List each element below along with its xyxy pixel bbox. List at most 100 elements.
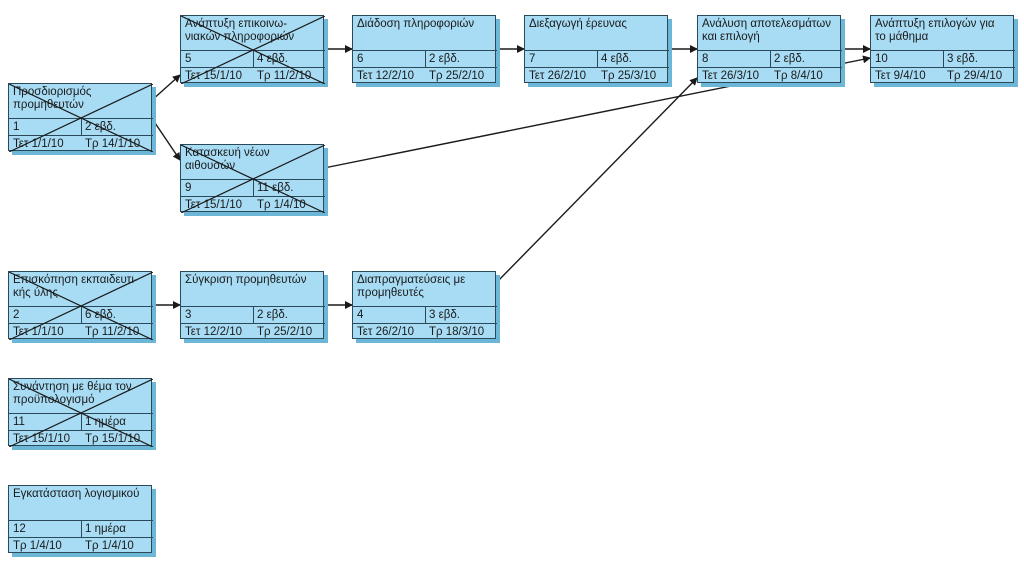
task-start-date: Τετ 1/1/10: [13, 138, 64, 150]
cross-line-b: [181, 145, 325, 213]
cell-divider: [425, 51, 426, 67]
task-dates-row: Τετ 26/2/10 Τρ 18/3/10: [353, 323, 497, 340]
task-finish-date: Τρ 11/2/10: [85, 326, 140, 338]
task-start-date: Τετ 26/2/10: [357, 326, 414, 338]
task-name: Διάδοση πληροφοριών: [353, 16, 497, 50]
task-id: 7: [529, 53, 536, 65]
task-box-5[interactable]: Ανάπτυξη επικοινω-νιακών πληροφοριών54 ε…: [180, 15, 325, 84]
cell-divider: [770, 51, 771, 67]
task-name-line-1: Επισκόπηση εκπαιδευτι-: [13, 274, 138, 286]
task-dates-row: Τετ 26/2/10 Τρ 25/3/10: [525, 67, 669, 84]
task-box-1[interactable]: Προσδιορισμόςπρομηθευτών12 εβδ.Τετ 1/1/1…: [8, 83, 153, 152]
task-box-2[interactable]: Επισκόπηση εκπαιδευτι-κής ύλης26 εβδ.Τετ…: [8, 271, 153, 340]
cell-divider: [253, 51, 254, 67]
cell-divider: [81, 414, 82, 430]
task-finish-date: Τρ 1/4/10: [85, 540, 134, 552]
task-id-duration-row: 4 3 εβδ.: [353, 306, 497, 323]
task-duration: 2 εβδ.: [774, 53, 805, 65]
task-name-line-2: το μάθημα: [875, 31, 929, 43]
task-name: Ανάπτυξη επικοινω-νιακών πληροφοριών: [181, 16, 325, 50]
task-finish-date: Τρ 29/4/10: [947, 70, 1003, 82]
task-id: 11: [13, 416, 25, 428]
task-start-date: Τετ 12/2/10: [357, 70, 414, 82]
cross-line-b: [9, 84, 153, 152]
task-finish-date: Τρ 14/1/10: [85, 138, 141, 150]
cell-divider: [943, 51, 944, 67]
task-name-line-1: Συνάντηση με θέμα τον: [13, 381, 132, 393]
task-start-date: Τετ 26/2/10: [529, 70, 586, 82]
cell-divider: [81, 119, 82, 135]
task-start-date: Τετ 1/1/10: [13, 326, 64, 338]
task-duration: 3 εβδ.: [429, 309, 460, 321]
task-id: 1: [13, 121, 20, 133]
task-box-11[interactable]: Συνάντηση με θέμα τονπροϋπολογισμό111 ημ…: [8, 378, 153, 447]
task-id-duration-row: 7 4 εβδ.: [525, 50, 669, 67]
task-start-date: Τετ 12/2/10: [185, 326, 242, 338]
cross-line-b: [181, 16, 325, 84]
task-id: 5: [185, 53, 192, 65]
task-duration: 1 ημέρα: [85, 523, 126, 535]
task-finish-date: Τρ 8/4/10: [774, 70, 823, 82]
task-name: Εγκατάσταση λογισμικού: [9, 486, 153, 520]
task-finish-date: Τρ 15/1/10: [85, 433, 141, 445]
task-id: 4: [357, 309, 364, 321]
cell-divider: [81, 521, 82, 537]
task-id: 9: [185, 182, 192, 194]
task-dates-row: Τρ 1/4/10 Τρ 1/4/10: [9, 537, 153, 554]
task-name-line-1: Διάδοση πληροφοριών: [357, 18, 475, 30]
task-name-line-2: νιακών πληροφοριών: [185, 31, 295, 43]
task-finish-date: Τρ 18/3/10: [429, 326, 485, 338]
cross-line-b: [9, 272, 153, 340]
task-name-line-2: προμηθευτές: [357, 287, 424, 299]
arrow-task-4-to-8: [495, 77, 698, 284]
task-finish-date: Τρ 25/3/10: [601, 70, 657, 82]
task-start-date: Τετ 15/1/10: [185, 70, 242, 82]
task-name-line-2: αιθουσών: [185, 160, 236, 172]
task-start-date: Τρ 1/4/10: [13, 540, 62, 552]
task-name-line-1: Ανάπτυξη επιλογών για: [875, 18, 995, 30]
task-id: 2: [13, 309, 20, 321]
completed-cross-mark: [9, 379, 153, 447]
task-id: 3: [185, 309, 192, 321]
task-finish-date: Τρ 25/2/10: [429, 70, 485, 82]
task-name-line-1: Διαπραγματεύσεις με: [357, 274, 466, 286]
task-name-line-1: Κατασκευή νέων: [185, 147, 270, 159]
completed-cross-mark: [9, 272, 153, 340]
completed-cross-mark: [181, 145, 325, 213]
task-name-line-1: Διεξαγωγή έρευνας: [529, 18, 627, 30]
task-duration: 1 ημέρα: [85, 416, 126, 428]
cell-divider: [253, 180, 254, 196]
task-dates-row: Τετ 12/2/10 Τρ 25/2/10: [353, 67, 497, 84]
task-name-line-1: Ανάλυση αποτελεσμάτων: [702, 18, 831, 30]
task-box-7[interactable]: Διεξαγωγή έρευνας 7 4 εβδ. Τετ 26/2/10 Τρ 25…: [524, 15, 669, 84]
task-duration: 4 εβδ.: [601, 53, 632, 65]
task-dates-row: Τετ 1/1/10 Τρ 14/1/10: [9, 135, 153, 152]
task-name-line-1: Εγκατάσταση λογισμικού: [13, 488, 140, 500]
task-name: Σύγκριση προμηθευτών: [181, 272, 325, 306]
task-name-line-1: Ανάπτυξη επικοινω-: [185, 18, 288, 30]
task-name: Διεξαγωγή έρευνας: [525, 16, 669, 50]
cross-line-b: [9, 379, 153, 447]
task-finish-date: Τρ 1/4/10: [257, 199, 306, 211]
cell-divider: [253, 307, 254, 323]
task-dates-row: Τετ 1/1/10 Τρ 11/2/10: [9, 323, 153, 340]
